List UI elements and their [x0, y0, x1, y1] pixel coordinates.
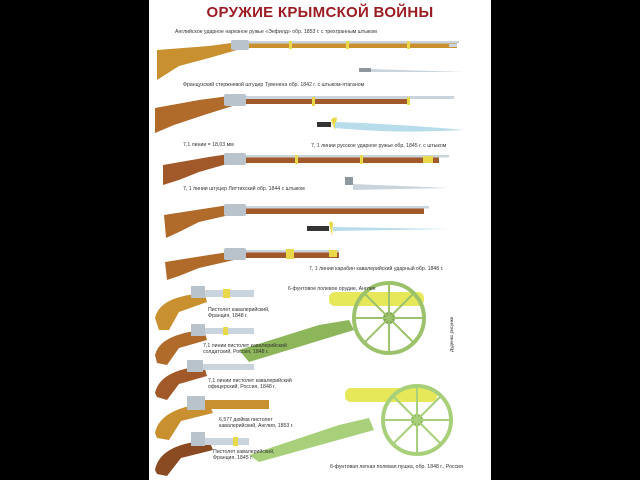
littikh-bayonet	[307, 221, 449, 236]
caption-gun-russia: 6-фунтовая легкая полевая пушка, обр. 18…	[330, 464, 463, 470]
caption-caliber: 7,1 линии = 18,03 мм	[183, 142, 234, 148]
pistol-russia-soldier	[155, 324, 254, 365]
poster: ОРУЖИЕ КРЫМСКОЙ ВОЙНЫ	[149, 0, 491, 480]
caption-russian-1845: 7, 1 линии русское ударное ружье обр. 18…	[311, 143, 447, 149]
pistol-england	[155, 396, 269, 440]
caption-pistol-russia-officer: 7,1 линии пистолет кавалерийский офицерс…	[208, 378, 292, 390]
pistol-france-1848	[155, 286, 254, 330]
russian-1845-bayonet	[345, 177, 449, 190]
pistol-france-1845	[155, 432, 249, 476]
littikh-rifle	[164, 204, 429, 238]
cannon-russia	[249, 384, 453, 462]
artist-signature: Дуденко рисунки	[449, 316, 454, 352]
caption-enfield: Английское ударное нарезное ружье «Энфил…	[175, 29, 377, 35]
caption-gun-england: 6-фунтовое полевое орудие, Англия	[288, 286, 376, 292]
caption-pistol-france-1848: Пистолет кавалерийский, Франция, 1848 г.	[208, 307, 270, 319]
enfield-bayonet	[359, 68, 464, 72]
poster-title: ОРУЖИЕ КРЫМСКОЙ ВОЙНЫ	[206, 4, 434, 21]
cannon-england	[239, 281, 426, 362]
russian-1845-rifle	[163, 153, 449, 185]
caption-pistol-russia-soldier: 7,1 линии пистолет кавалерийский солдатс…	[203, 343, 287, 355]
enfield-rifle	[157, 40, 459, 80]
thouvenin-rifle	[155, 94, 454, 133]
yataghan-bayonet	[317, 117, 464, 132]
caption-pistol-england: 6,577 дюйма пистолет кавалерийский, Англ…	[219, 417, 294, 429]
pistol-russia-officer	[155, 360, 254, 400]
caption-littikh: 7, 1 линии штуцер Литтихский обр. 1844 с…	[183, 186, 305, 192]
caption-pistol-france-1845: Пистолет кавалерийский, Франция, 1845 г.	[213, 449, 275, 461]
carbine-1848	[165, 248, 339, 280]
caption-thouvenin: Французский стержневой штуцер Тувенена о…	[183, 82, 365, 88]
caption-carbine-1848: 7, 1 линии карабин кавалерийский ударный…	[309, 266, 444, 272]
weapons-illustration	[155, 40, 464, 476]
